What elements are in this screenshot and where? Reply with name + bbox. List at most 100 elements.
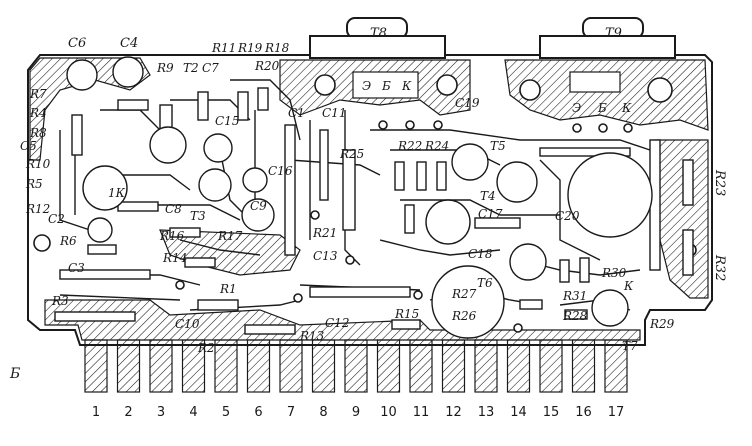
label-r13: R13: [299, 329, 325, 343]
label-t4: T4: [480, 189, 496, 203]
label-c18: C18: [468, 247, 493, 261]
label-r2: R2: [197, 341, 215, 355]
connector-finger-11: [409, 339, 433, 393]
connector-finger-13: [474, 339, 498, 393]
label-r29: R29: [649, 317, 675, 331]
label-r18: R18: [264, 41, 290, 55]
connector-finger-8: [311, 339, 336, 393]
label-t9: T9: [605, 26, 622, 41]
label-t6: T6: [477, 276, 493, 290]
connector-finger-5: [214, 339, 238, 393]
label-c15: C15: [215, 114, 239, 128]
pads: [175, 120, 633, 333]
label-r31: R31: [562, 289, 587, 303]
connector-pin-number: 1: [92, 405, 100, 420]
label-c2: C2: [48, 212, 65, 226]
connector-finger-7: [279, 339, 303, 393]
label-r11: R11: [211, 41, 236, 55]
t8-pin-b: Б: [381, 79, 391, 93]
label-k1: К: [623, 279, 634, 293]
label-r12: R12: [25, 202, 50, 216]
t8-mount-hole-right: [436, 74, 458, 96]
connector-pin-number: 13: [478, 405, 495, 420]
label-r4: R4: [29, 106, 47, 120]
connector-finger-6: [246, 339, 271, 393]
connector-finger-17: [604, 339, 628, 393]
connector-pin-number: 3: [157, 405, 165, 420]
label-r5: R5: [25, 177, 43, 191]
label-r6: R6: [59, 234, 77, 248]
label-r16: R16: [159, 229, 185, 243]
connector-pin-number: 4: [189, 405, 197, 420]
label-c8: C8: [165, 202, 182, 216]
label-t5: T5: [490, 139, 506, 153]
edge-connector: [84, 339, 628, 393]
label-r20: R20: [254, 59, 280, 73]
label-c20: C20: [555, 209, 580, 223]
label-r26: R26: [451, 309, 477, 323]
copper-zone-middle: [159, 229, 301, 276]
connector-pin-number: 12: [445, 405, 462, 420]
label-r3: R3: [51, 294, 69, 308]
label-c12: C12: [325, 316, 349, 330]
label-c17: C17: [478, 207, 503, 221]
label-t2: T2: [183, 61, 199, 75]
label-c7: C7: [202, 61, 219, 75]
connector-pin-number: 10: [380, 405, 397, 420]
t8-pin-k: К: [401, 79, 412, 93]
label-c19: C19: [455, 96, 480, 110]
t8-mount-hole-left: [314, 74, 336, 96]
t9-mount-hole-right: [647, 77, 673, 103]
t9-pin-k: К: [621, 101, 632, 115]
connector-finger-10: [376, 339, 401, 393]
board-hole-left: [33, 234, 51, 252]
label-c9: C9: [250, 199, 267, 213]
component-labels: C6 C4 R9 T2 C7 R11 R19 R18 R20 R7 R4 R8 …: [9, 26, 727, 382]
connector-finger-9: [344, 339, 368, 393]
t8-pin-window: [352, 71, 419, 99]
t9-pin-e: Э: [572, 101, 581, 115]
connector-pin-number: 7: [287, 405, 295, 420]
resistors: [54, 87, 694, 335]
connector-pin-number: 11: [413, 405, 430, 420]
connector-finger-14: [506, 339, 531, 393]
connector-pin-number: 16: [575, 405, 592, 420]
label-r1: R1: [219, 282, 237, 296]
connector-pin-number: 8: [319, 405, 327, 420]
connector-pin-number: 15: [543, 405, 560, 420]
connector-finger-15: [539, 339, 563, 393]
connector-pin-number: 9: [352, 405, 360, 420]
label-r23: R23: [712, 169, 727, 196]
label-c16: C16: [268, 164, 293, 178]
label-r10: R10: [25, 157, 51, 171]
label-c13: C13: [313, 249, 338, 263]
connector-finger-4: [181, 339, 206, 393]
t9-body: [539, 35, 676, 59]
t9-mount-hole-left: [519, 79, 541, 101]
label-t3: T3: [190, 209, 206, 223]
connector-finger-2: [116, 339, 141, 393]
label-r15: R15: [394, 307, 419, 321]
connector-finger-16: [571, 339, 596, 393]
label-c3: C3: [68, 261, 85, 275]
connector-pin-number: 2: [124, 405, 132, 420]
label-r28: R28: [562, 309, 588, 323]
label-c5: C5: [20, 139, 37, 153]
label-r7: R7: [29, 87, 47, 101]
t8-pin-e: Э: [362, 79, 371, 93]
label-c6: C6: [68, 36, 86, 51]
connector-pin-number: 5: [222, 405, 230, 420]
label-r9: R9: [156, 61, 174, 75]
t9-pin-b: Б: [597, 101, 607, 115]
label-t1: 1К: [108, 186, 126, 200]
t8-body: [309, 35, 446, 59]
label-r32: R32: [712, 254, 727, 281]
capacitors: [66, 56, 661, 271]
label-r17: R17: [217, 229, 243, 243]
label-c4: C4: [120, 36, 138, 51]
label-r22: R22: [397, 139, 422, 153]
connector-finger-1: [84, 339, 108, 393]
connector-pin-number: 14: [510, 405, 527, 420]
connector-finger-12: [441, 339, 466, 393]
